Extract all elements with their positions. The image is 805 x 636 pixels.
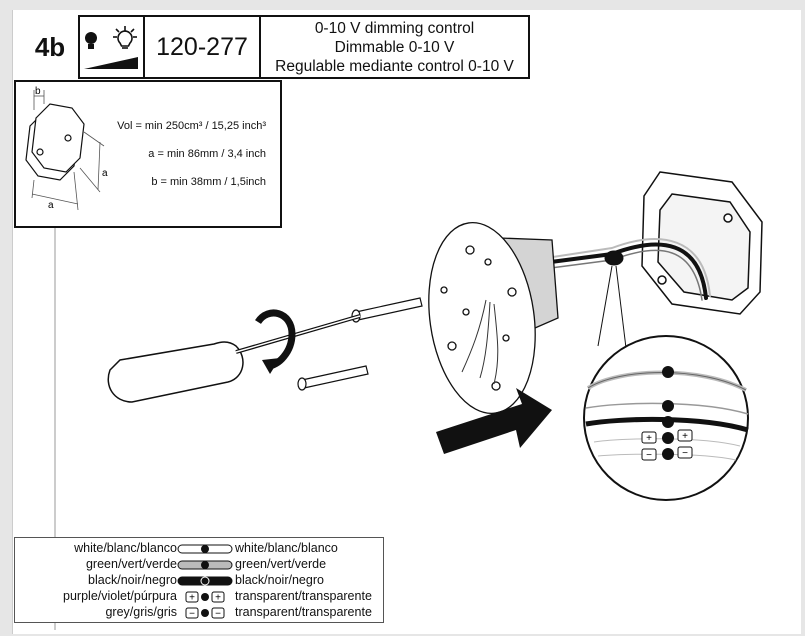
minus-symbol: − bbox=[215, 609, 221, 620]
legend-left-label: green/vert/verde bbox=[85, 557, 177, 571]
minus-connector-icon bbox=[641, 448, 657, 461]
direction-arrow-icon bbox=[436, 388, 552, 454]
plus-symbol: + bbox=[215, 593, 221, 604]
step-number: 4b bbox=[34, 32, 66, 62]
minus-symbol: − bbox=[189, 609, 195, 620]
plus-connector-icon-right bbox=[677, 429, 693, 442]
legend-row-green: green/vert/verde green/vert/verde bbox=[15, 557, 385, 572]
supply-wires bbox=[518, 238, 711, 301]
spec-volume: Vol = min 250cm³ / 15,25 inch³ bbox=[117, 120, 266, 132]
fixture-lead-wires bbox=[461, 299, 499, 385]
white-wire-connector-icon bbox=[177, 544, 233, 554]
dimming-description: 0-10 V dimming control Dimmable 0-10 V R… bbox=[259, 15, 530, 79]
dimming-line-fr: Dimmable 0-10 V bbox=[334, 39, 455, 56]
minus-connector-label-right: − bbox=[682, 448, 688, 459]
plus-symbol: + bbox=[189, 593, 195, 604]
legend-left-label: grey/gris/gris bbox=[105, 605, 177, 619]
plus-connector-label: + bbox=[646, 433, 652, 444]
dimension-a-label-bottom: a bbox=[48, 200, 54, 211]
green-wire-connector-icon bbox=[177, 560, 233, 570]
ceiling-junction-box bbox=[641, 171, 763, 315]
dimming-line-en: 0-10 V dimming control bbox=[314, 20, 475, 37]
minus-connector-icon-right bbox=[677, 446, 693, 459]
mounting-screws bbox=[297, 297, 423, 391]
dimming-icons-box bbox=[78, 15, 145, 79]
black-wire-connector-icon bbox=[177, 576, 233, 586]
legend-right-label: green/vert/verde bbox=[235, 557, 327, 571]
plus-connector-icon bbox=[641, 431, 657, 444]
wire-color-legend: white/blanc/blanco white/blanc/blanco gr… bbox=[14, 537, 384, 623]
legend-left-label: black/noir/negro bbox=[88, 573, 177, 587]
sun-brightness-icon bbox=[113, 26, 137, 49]
legend-row-black: black/noir/negro black/noir/negro bbox=[15, 573, 385, 588]
junction-box-spec: b a a Vol = min 250cm³ / 15,25 inch³ a =… bbox=[14, 80, 282, 228]
dimension-b-label: b bbox=[35, 86, 41, 97]
dimming-ramp-icon bbox=[84, 57, 138, 69]
fixture-mounting-plate bbox=[428, 222, 559, 414]
callout-lines bbox=[597, 265, 627, 349]
legend-right-label: transparent/transparente bbox=[235, 589, 372, 603]
minus-connector-label: − bbox=[646, 450, 652, 461]
screwdriver bbox=[107, 314, 361, 403]
wire-connection-detail: + + − − bbox=[583, 335, 749, 501]
spec-b-min: b = min 38mm / 1,5inch bbox=[151, 176, 266, 188]
plus-connector-label-right: + bbox=[682, 431, 688, 442]
legend-row-purple: purple/violet/púrpura + + transparent/tr… bbox=[15, 589, 385, 604]
minus-wire-connector-icon: − − bbox=[185, 607, 225, 620]
dimming-line-es: Regulable mediante control 0-10 V bbox=[275, 58, 514, 75]
spec-a-min: a = min 86mm / 3,4 inch bbox=[148, 148, 266, 160]
legend-right-label: transparent/transparente bbox=[235, 605, 372, 619]
legend-left-label: purple/violet/púrpura bbox=[63, 589, 177, 603]
legend-left-label: white/blanc/blanco bbox=[74, 541, 177, 555]
rotation-arrow-icon bbox=[255, 309, 296, 374]
legend-row-grey: grey/gris/gris − − transparent/transpare… bbox=[15, 605, 385, 620]
dimension-a-label-right: a bbox=[102, 168, 108, 179]
legend-row-white: white/blanc/blanco white/blanc/blanco bbox=[15, 541, 385, 556]
bulb-icon bbox=[85, 32, 97, 49]
legend-right-label: black/noir/negro bbox=[235, 573, 324, 587]
legend-right-label: white/blanc/blanco bbox=[235, 541, 338, 555]
junction-box-sketch: b a a bbox=[25, 86, 108, 211]
plus-wire-connector-icon: + + bbox=[185, 591, 225, 604]
